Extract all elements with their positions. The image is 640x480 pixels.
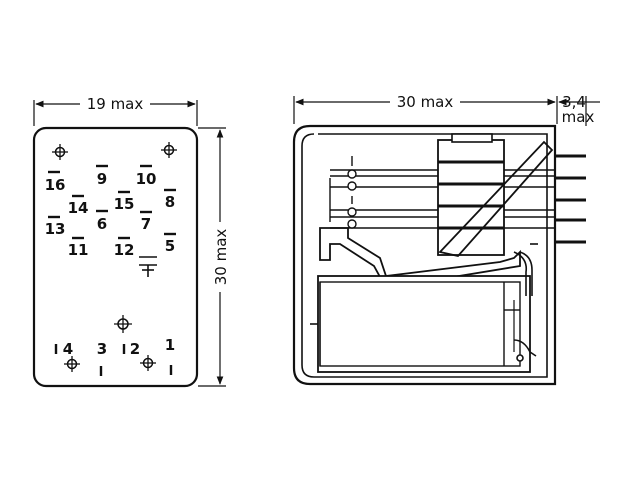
front-body-outline <box>32 126 199 388</box>
relay-coil <box>310 275 531 373</box>
crosshair-mark <box>114 315 132 333</box>
coil-stack <box>437 133 505 256</box>
pin-label: 6 <box>97 215 107 233</box>
pin-label: 1 <box>165 336 175 354</box>
housing-inner-wall <box>301 133 548 378</box>
pin-label: 11 <box>68 241 89 259</box>
pin-label: 13 <box>45 220 66 238</box>
crosshair-mark <box>64 356 80 372</box>
side-width-label: 30 max <box>397 93 454 111</box>
pin-label: 14 <box>68 199 89 217</box>
ground-symbol-icon <box>139 256 157 277</box>
front-height-label: 30 max <box>212 229 230 286</box>
actuator-wedge <box>438 140 554 257</box>
pin-length-label: 3,4 <box>562 93 586 111</box>
crosshair-mark <box>161 142 177 158</box>
pin-label: 8 <box>165 193 175 211</box>
side-view: 30 max 3,4 max <box>292 92 600 386</box>
crosshair-mark <box>140 355 156 371</box>
front-view: 19 max 30 max <box>32 94 230 388</box>
pin-label: 2 <box>130 340 140 358</box>
housing-outer-wall <box>292 124 557 386</box>
pin-bars <box>48 164 176 376</box>
pin-label: 9 <box>97 170 107 188</box>
pin-label: 5 <box>165 237 175 255</box>
pin-label: 3 <box>97 340 107 358</box>
spring-clips <box>513 243 538 362</box>
crosshair-mark <box>52 144 68 160</box>
front-width-label: 19 max <box>87 95 144 113</box>
terminal-pins <box>555 154 586 244</box>
contact-points <box>329 156 357 229</box>
pin-label: 10 <box>136 170 157 188</box>
pin-label: 15 <box>114 195 135 213</box>
pin-label: 7 <box>141 215 151 233</box>
pin-label: 12 <box>114 241 135 259</box>
pin-length-max-label: max <box>562 108 595 126</box>
pin-label: 16 <box>45 176 66 194</box>
pin-label: 4 <box>63 340 73 358</box>
armature-lever <box>319 227 521 289</box>
